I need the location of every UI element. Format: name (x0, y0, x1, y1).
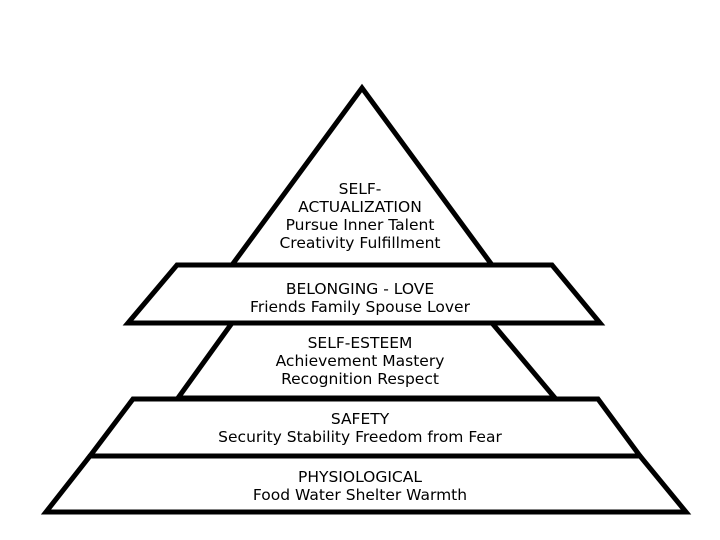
level-text: Achievement Mastery (275, 352, 445, 370)
level-self-esteem: SELF-ESTEEM Achievement Mastery Recognit… (0, 334, 720, 388)
level-title: ACTUALIZATION (298, 198, 422, 216)
level-text: Pursue Inner Talent (285, 216, 435, 234)
level-title: SELF- (338, 180, 382, 198)
level-title: BELONGING - LOVE (285, 280, 435, 298)
level-text: Recognition Respect (281, 370, 439, 388)
level-title: PHYSIOLOGICAL (297, 468, 422, 486)
level-safety: SAFETY Security Stability Freedom from F… (0, 410, 720, 446)
level-text: Security Stability Freedom from Fear (218, 428, 502, 446)
level-text: Food Water Shelter Warmth (252, 486, 468, 504)
level-text: Friends Family Spouse Lover (250, 298, 470, 316)
belonging-band (122, 262, 606, 326)
level-text: Creativity Fulfillment (279, 234, 441, 252)
level-physiological: PHYSIOLOGICAL Food Water Shelter Warmth (0, 468, 720, 504)
level-self-actualization: SELF- ACTUALIZATION Pursue Inner Talent … (0, 180, 720, 252)
safety-band (84, 396, 645, 459)
level-title: SAFETY (330, 410, 390, 428)
level-title: SELF-ESTEEM (307, 334, 413, 352)
level-belonging-love: BELONGING - LOVE Friends Family Spouse L… (0, 280, 720, 316)
